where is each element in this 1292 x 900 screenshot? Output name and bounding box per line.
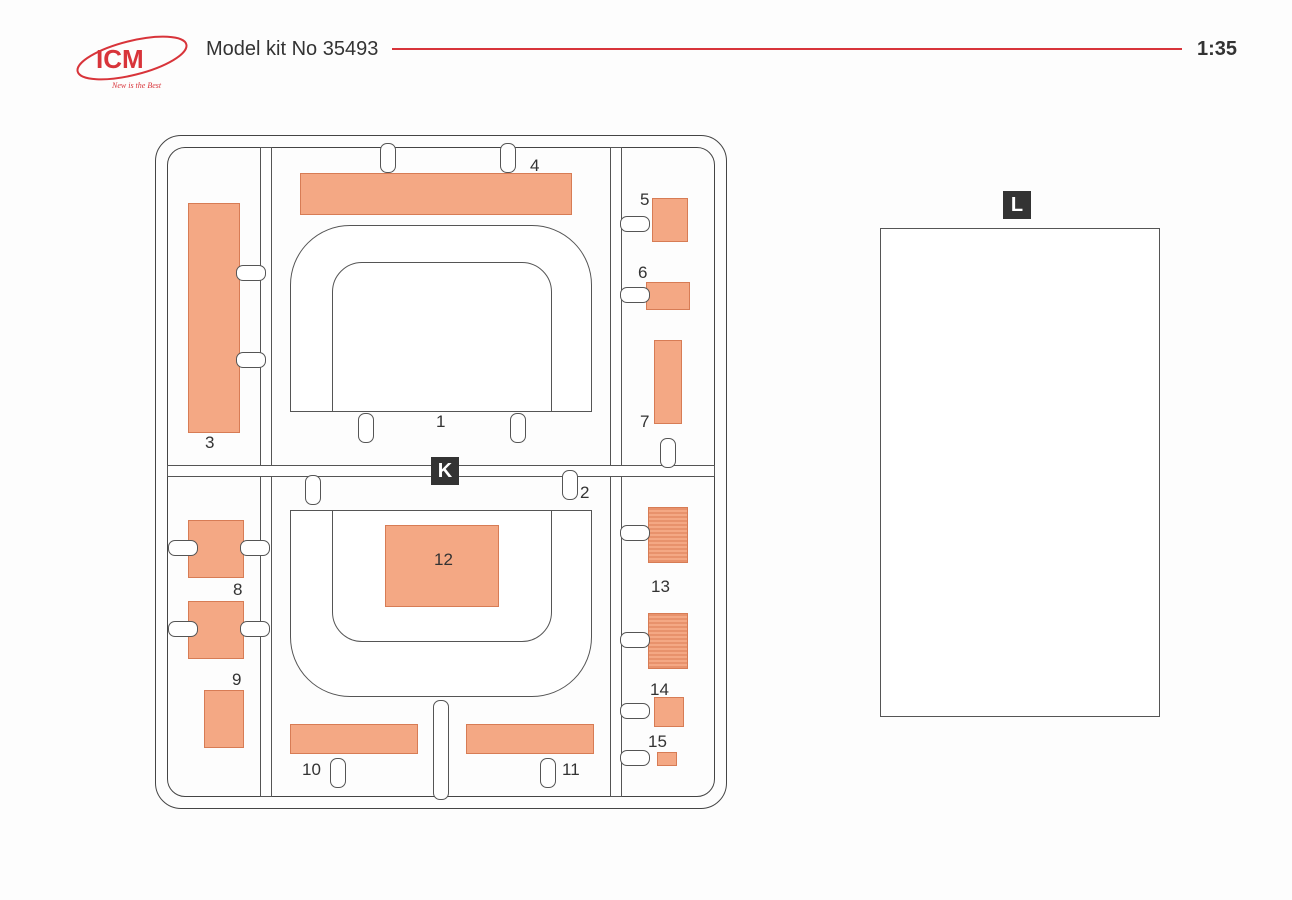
scale-label: 1:35 (1197, 38, 1238, 60)
gate (236, 265, 266, 281)
part-label-14: 14 (650, 680, 669, 699)
part-12 (385, 525, 499, 607)
gate (620, 525, 650, 541)
part-label-12: 12 (434, 550, 453, 569)
part-label-8: 8 (233, 580, 243, 599)
gate (620, 632, 650, 648)
gate (240, 621, 270, 637)
svg-text:ICM: ICM (96, 44, 144, 74)
gate (358, 413, 374, 443)
sheet-l (880, 228, 1160, 717)
part-6 (646, 282, 690, 310)
part-label-5: 5 (640, 190, 650, 209)
sprue-k-frame (155, 135, 727, 809)
gate (620, 216, 650, 232)
part-9b (204, 690, 244, 748)
part-15 (657, 752, 677, 766)
part-label-6: 6 (638, 263, 648, 282)
svg-text:New is the Best: New is the Best (111, 81, 162, 90)
part-13b (648, 613, 688, 669)
icm-logo: ICM New is the Best (76, 35, 188, 90)
part-3 (188, 203, 240, 433)
part-7 (654, 340, 682, 424)
gate (500, 143, 516, 173)
part-11 (466, 724, 594, 754)
gate (620, 703, 650, 719)
gate (305, 475, 321, 505)
header-rule (392, 48, 1182, 50)
part-label-2: 2 (580, 483, 590, 502)
sheet-l-badge: L (1003, 191, 1031, 219)
gate (168, 621, 198, 637)
part-10 (290, 724, 418, 754)
gate (330, 758, 346, 788)
part-label-13: 13 (651, 577, 670, 596)
sprue-k-badge: K (431, 457, 459, 485)
part-1-window (332, 262, 552, 412)
part-label-9: 9 (232, 670, 242, 689)
gate (620, 287, 650, 303)
part-label-15: 15 (648, 732, 667, 751)
gate (240, 540, 270, 556)
gate (562, 470, 578, 500)
part-13a (648, 507, 688, 563)
part-label-10: 10 (302, 760, 321, 779)
gate (510, 413, 526, 443)
part-5 (652, 198, 688, 242)
part-label-1: 1 (436, 412, 446, 431)
gate (433, 700, 449, 800)
part-label-7: 7 (640, 412, 650, 431)
gate (236, 352, 266, 368)
kit-title: Model kit No 35493 (206, 38, 379, 60)
part-14 (654, 697, 684, 727)
gate (380, 143, 396, 173)
gate (168, 540, 198, 556)
gate (540, 758, 556, 788)
part-4 (300, 173, 572, 215)
part-label-11: 11 (562, 760, 580, 779)
part-label-3: 3 (205, 433, 215, 452)
gate (620, 750, 650, 766)
part-label-4: 4 (530, 156, 540, 175)
gate (660, 438, 676, 468)
